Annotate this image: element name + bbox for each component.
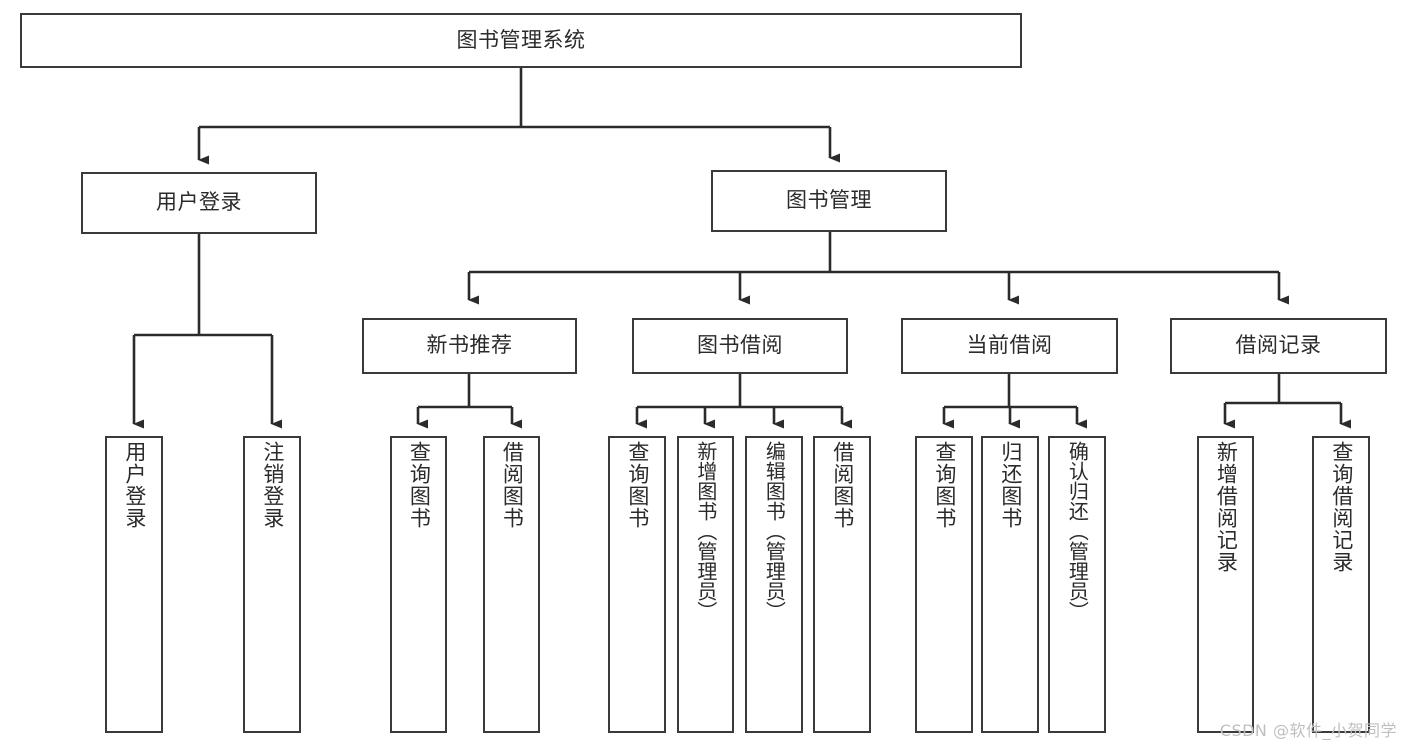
- node-label: 编辑图书（管理员）: [762, 441, 787, 621]
- node-borrow-record[interactable]: 借阅记录: [1170, 318, 1387, 374]
- leaf-user-login-login[interactable]: 用户登录: [105, 436, 163, 733]
- node-book-borrow[interactable]: 图书借阅: [632, 318, 848, 374]
- node-label: 借阅记录: [1235, 333, 1322, 358]
- node-new-book-recommend[interactable]: 新书推荐: [362, 318, 577, 374]
- node-label: 图书管理系统: [456, 27, 586, 52]
- leaf-book-borrow-query[interactable]: 查询图书: [608, 436, 666, 733]
- node-label: 新增图书（管理员）: [693, 441, 718, 621]
- leaf-book-borrow-borrow[interactable]: 借阅图书: [813, 436, 871, 733]
- node-label: 借阅图书: [500, 441, 525, 529]
- node-label: 用户登录: [156, 190, 242, 215]
- node-label: 用户登录: [122, 441, 147, 529]
- node-root-system[interactable]: 图书管理系统: [20, 13, 1022, 68]
- node-current-borrow[interactable]: 当前借阅: [901, 318, 1118, 374]
- leaf-book-borrow-add[interactable]: 新增图书（管理员）: [677, 436, 734, 733]
- node-label: 图书借阅: [697, 333, 783, 358]
- node-label: 查询借阅记录: [1329, 441, 1354, 573]
- leaf-book-borrow-edit[interactable]: 编辑图书（管理员）: [745, 436, 803, 733]
- leaf-current-borrow-confirm-return[interactable]: 确认归还（管理员）: [1048, 436, 1106, 733]
- node-book-management[interactable]: 图书管理: [711, 170, 947, 232]
- node-label: 借阅图书: [830, 441, 855, 529]
- leaf-new-book-query[interactable]: 查询图书: [390, 436, 447, 733]
- leaf-current-borrow-return[interactable]: 归还图书: [981, 436, 1039, 733]
- csdn-watermark: CSDN @软件_小贺同学: [1219, 721, 1397, 740]
- node-user-login[interactable]: 用户登录: [81, 172, 317, 234]
- node-label: 当前借阅: [966, 333, 1053, 358]
- node-label: 查询图书: [407, 441, 432, 529]
- node-label: 查询图书: [932, 441, 957, 529]
- leaf-borrow-record-query[interactable]: 查询借阅记录: [1312, 436, 1370, 733]
- leaf-new-book-borrow[interactable]: 借阅图书: [483, 436, 540, 733]
- node-label: 查询图书: [625, 441, 650, 529]
- leaf-borrow-record-add[interactable]: 新增借阅记录: [1197, 436, 1254, 733]
- leaf-user-login-logout[interactable]: 注销登录: [243, 436, 301, 733]
- node-label: 图书管理: [786, 188, 872, 213]
- node-label: 确认归还（管理员）: [1065, 441, 1090, 621]
- node-label: 注销登录: [260, 441, 285, 529]
- node-label: 新书推荐: [426, 333, 513, 358]
- node-label: 归还图书: [998, 441, 1023, 529]
- node-label: 新增借阅记录: [1214, 441, 1239, 573]
- leaf-current-borrow-query[interactable]: 查询图书: [915, 436, 973, 733]
